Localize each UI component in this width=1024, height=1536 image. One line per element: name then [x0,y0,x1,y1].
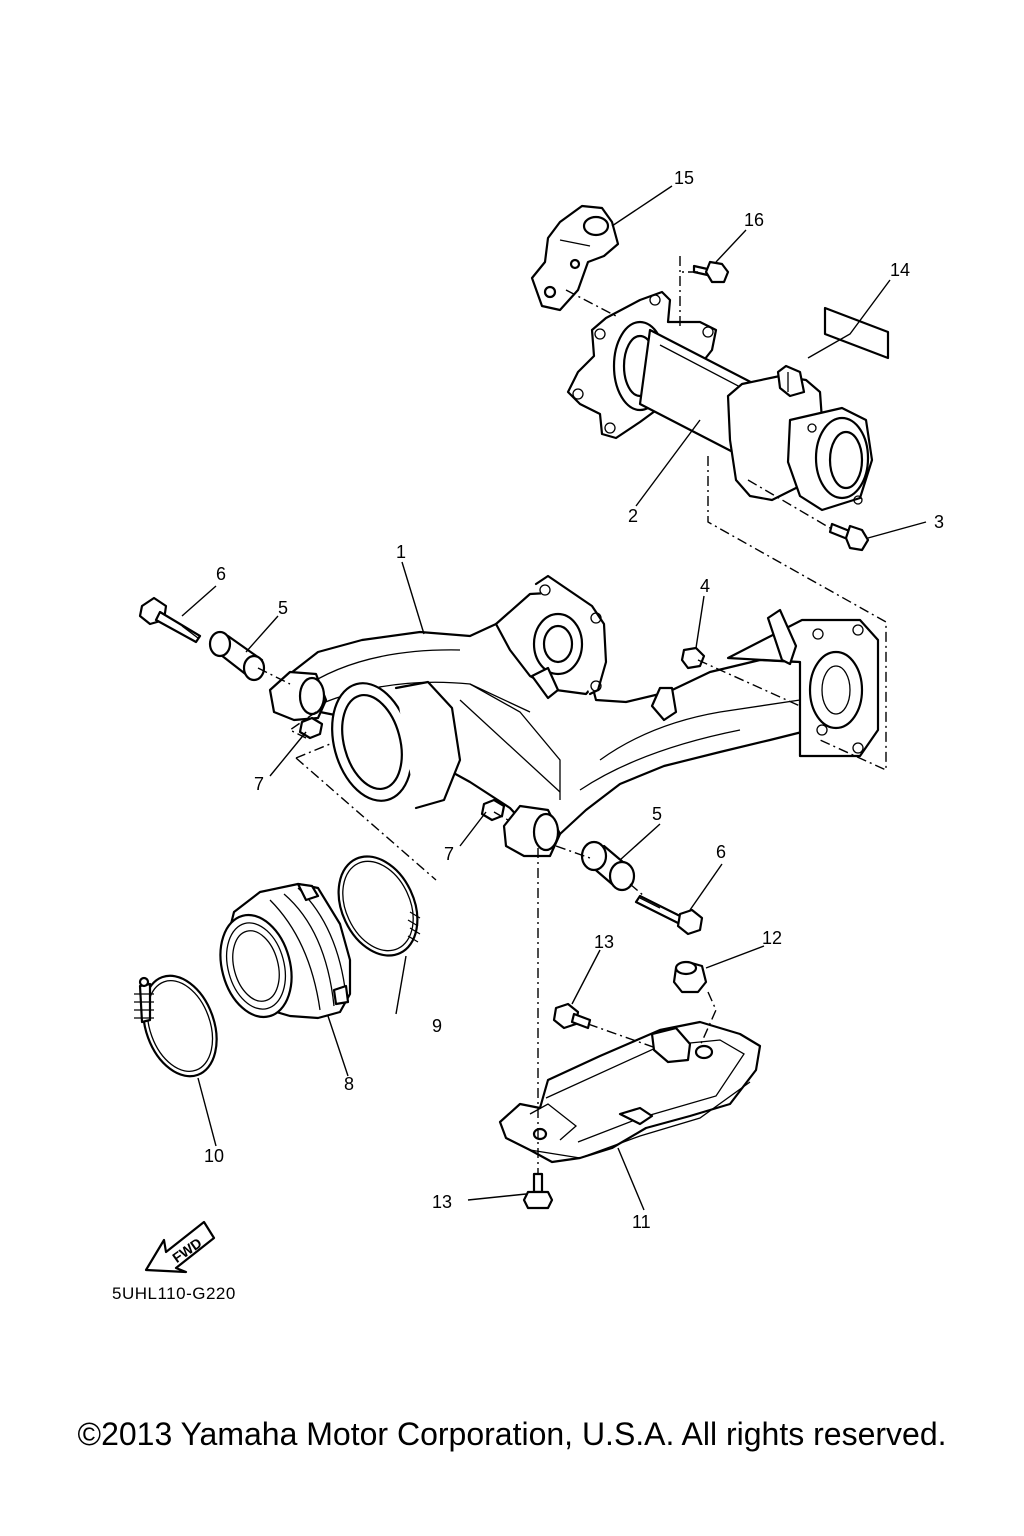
part-11-skid-plate [498,1020,762,1164]
part-8-boot [219,882,352,1020]
callout-11: 11 [632,1212,651,1232]
part-4-nut [680,646,706,670]
part-5-collar-lower [580,840,636,892]
leader-lines [181,185,927,1211]
part-7-nut-lower [480,798,506,822]
callout-6b: 6 [716,842,726,862]
callout-8: 8 [344,1074,354,1094]
part-5-collar-upper [208,630,266,682]
callout-13a: 13 [594,932,614,952]
callout-6a: 6 [216,564,226,584]
part-15-bracket [530,204,620,312]
part-14-label [823,306,890,360]
callout-5b: 5 [652,804,662,824]
callout-12: 12 [762,928,782,948]
callout-1: 1 [396,542,406,562]
part-12-damper [672,960,708,994]
fwd-arrow-icon: FWD [144,1220,216,1274]
part-6-bolt-upper [138,596,202,644]
part-6-bolt-lower [634,894,704,936]
part-10-clamp [134,974,218,1078]
part-13-bolt-lower [522,1172,554,1210]
assembly-lines [257,256,887,1174]
copyright-notice: ©2013 Yamaha Motor Corporation, U.S.A. A… [77,1416,947,1452]
callout-10: 10 [204,1146,224,1166]
callout-15: 15 [674,168,694,188]
drawing-code: 5UHL110-G220 [112,1284,236,1303]
callout-14: 14 [890,260,910,280]
callouts: 15 16 14 2 3 1 4 6 5 7 7 5 6 9 8 10 12 1… [204,168,944,1232]
part-3-bolt [828,522,870,552]
part-13-bolt-upper [552,1002,592,1030]
callout-4: 4 [700,576,710,596]
part-1-swingarm [268,574,880,858]
callout-3: 3 [934,512,944,532]
callout-7a: 7 [254,774,264,794]
callout-5a: 5 [278,598,288,618]
part-16-bolt [692,260,730,284]
callout-13b: 13 [432,1192,452,1212]
callout-16: 16 [744,210,764,230]
part-2-axle-housing [566,290,874,512]
callout-9: 9 [432,1016,442,1036]
callout-2: 2 [628,506,638,526]
part-9-ring [337,855,421,957]
callout-7b: 7 [444,844,454,864]
